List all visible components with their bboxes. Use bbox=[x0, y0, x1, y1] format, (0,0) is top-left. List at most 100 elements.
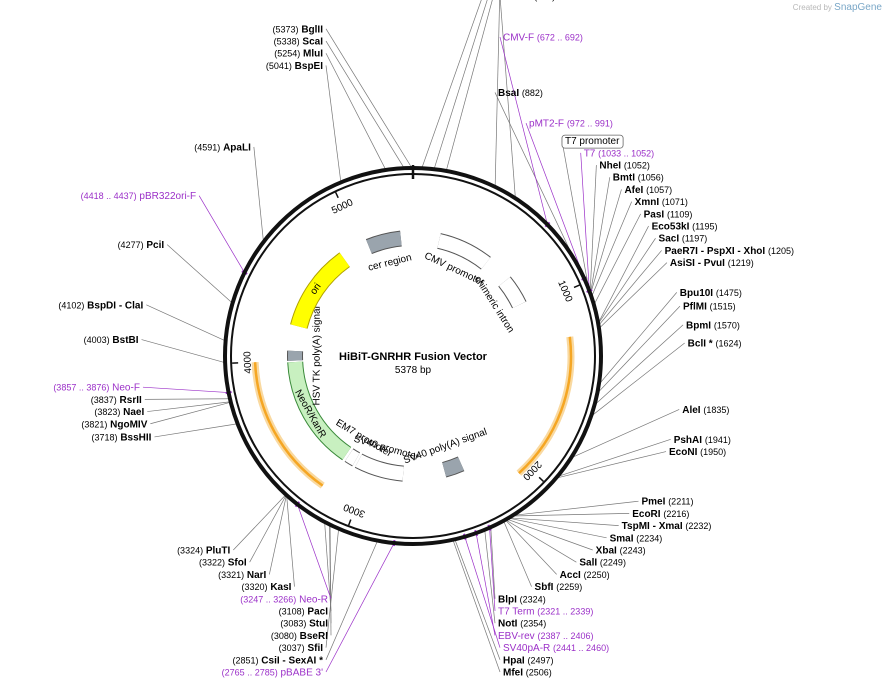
site-label-alei[interactable]: AleI (1835) bbox=[682, 405, 729, 416]
site-label-nhei[interactable]: NheI (1052) bbox=[599, 161, 649, 172]
site-label-asisi-pvui[interactable]: AsiSI - PvuI (1219) bbox=[670, 258, 754, 269]
feature-ori[interactable]: ori bbox=[290, 252, 351, 329]
leader-acci bbox=[504, 519, 557, 575]
primer-label-neo-r[interactable]: (3247 .. 3266) Neo-R bbox=[240, 594, 328, 605]
site-label-econi[interactable]: EcoNI (1950) bbox=[669, 447, 726, 458]
leader-neo-r bbox=[297, 504, 332, 599]
primer-name: pBABE 3' bbox=[281, 668, 324, 679]
leader-bglii bbox=[325, 28, 413, 169]
site-name: BclI * bbox=[688, 339, 713, 350]
primer-label-t7-term[interactable]: T7 Term (2321 .. 2339) bbox=[498, 607, 593, 618]
site-position: (1205) bbox=[768, 246, 794, 256]
site-label-naei[interactable]: (3823) NaeI bbox=[94, 407, 144, 418]
site-label-sbfi[interactable]: SbfI (2259) bbox=[535, 582, 583, 593]
primer-label-cmv-f[interactable]: CMV-F (672 .. 692) bbox=[503, 33, 583, 44]
site-label-noti[interactable]: NotI (2354) bbox=[498, 619, 546, 630]
site-label-bpu10i[interactable]: Bpu10I (1475) bbox=[680, 288, 742, 299]
site-label-smai[interactable]: SmaI (2234) bbox=[610, 533, 663, 544]
site-label-bpmi[interactable]: BpmI (1570) bbox=[686, 320, 740, 331]
site-name: StuI bbox=[309, 619, 328, 630]
primer-label-pbabe-3[interactable]: (2765 .. 2785) pBABE 3' bbox=[222, 668, 323, 679]
site-label-ngomiv[interactable]: (3821) NgoMIV bbox=[81, 419, 147, 430]
site-position: (1515) bbox=[710, 302, 736, 312]
site-label-hpai[interactable]: HpaI (2497) bbox=[503, 655, 553, 666]
site-label-acci[interactable]: AccI (2250) bbox=[560, 570, 610, 581]
leader-pluti bbox=[233, 494, 287, 551]
site-name: KasI bbox=[270, 582, 291, 593]
site-label-pshai[interactable]: PshAI (1941) bbox=[674, 435, 731, 446]
site-label-blpi[interactable]: BlpI (2324) bbox=[498, 594, 546, 605]
site-label-bsshii[interactable]: (3718) BssHII bbox=[92, 432, 152, 443]
site-label-paci[interactable]: (3108) PacI bbox=[279, 607, 329, 618]
site-label-afei[interactable]: AfeI (1057) bbox=[624, 185, 672, 196]
site-label-mlui[interactable]: (5254) MluI bbox=[274, 49, 323, 60]
site-label-stui[interactable]: (3083) StuI bbox=[280, 619, 328, 630]
site-label-bsai[interactable]: BsaI (882) bbox=[498, 88, 543, 99]
site-label-pcii[interactable]: (4277) PciI bbox=[118, 240, 165, 251]
site-label-bseri[interactable]: (3080) BseRI bbox=[271, 631, 328, 642]
site-name: BspDI - ClaI bbox=[87, 300, 143, 311]
site-position: (3322) bbox=[199, 558, 225, 568]
site-label-bstbi[interactable]: (4003) BstBI bbox=[84, 335, 139, 346]
site-position: (2354) bbox=[520, 619, 546, 629]
site-label-sali[interactable]: SalI (2249) bbox=[579, 558, 626, 569]
feature-hsv-tk-poly-a-signal[interactable]: HSV TK poly(A) signal bbox=[287, 306, 323, 405]
primer-label-neo-f[interactable]: (3857 .. 3876) Neo-F bbox=[53, 383, 140, 394]
site-label-sfoi[interactable]: (3322) SfoI bbox=[199, 558, 247, 569]
site-position: (2234) bbox=[636, 533, 662, 543]
site-name: PaeR7I - PspXI - XhoI bbox=[665, 246, 766, 257]
site-label-bspei[interactable]: (5041) BspEI bbox=[266, 61, 323, 72]
leader-scai bbox=[325, 40, 405, 169]
site-label-rsrii[interactable]: (3837) RsrII bbox=[91, 395, 142, 406]
site-label-csii-sexai[interactable]: (2851) CsiI - SexAI * bbox=[233, 655, 324, 666]
primer-label-pmt2-f[interactable]: pMT2-F (972 .. 991) bbox=[529, 119, 613, 130]
site-name: BmtI bbox=[613, 173, 635, 184]
site-label-kasi[interactable]: (3320) KasI bbox=[242, 582, 292, 593]
feature-cer-region[interactable]: cer region bbox=[365, 230, 413, 274]
box-label-t7-promoter[interactable]: T7 promoter bbox=[565, 136, 620, 147]
orf-arc-1[interactable] bbox=[516, 336, 575, 476]
leader-pshai bbox=[557, 438, 671, 477]
site-label-tspmi-xmai[interactable]: TspMI - XmaI (2232) bbox=[622, 521, 712, 532]
site-label-pluti[interactable]: (3324) PluTI bbox=[177, 546, 230, 557]
site-name: PshAI bbox=[674, 435, 703, 446]
plasmid-title: HiBiT-GNRHR Fusion Vector bbox=[339, 351, 488, 363]
site-label-apali[interactable]: (4591) ApaLI bbox=[194, 142, 251, 153]
primer-label-pbr322ori-f[interactable]: (4418 .. 4437) pBR322ori-F bbox=[81, 191, 197, 202]
leader-bsai bbox=[494, 92, 575, 260]
site-name: Eco53kI bbox=[652, 222, 690, 233]
site-label-bspdi-clai[interactable]: (4102) BspDI - ClaI bbox=[58, 300, 143, 311]
site-name: SacI bbox=[659, 234, 680, 245]
site-label-snabi[interactable]: SnaBI (493) bbox=[503, 0, 555, 2]
site-label-nari[interactable]: (3321) NarI bbox=[218, 570, 266, 581]
site-label-ecori[interactable]: EcoRI (2216) bbox=[632, 509, 689, 520]
site-position: (4277) bbox=[118, 240, 144, 250]
site-position: (2216) bbox=[663, 509, 689, 519]
site-label-saci[interactable]: SacI (1197) bbox=[659, 234, 708, 245]
site-position: (1071) bbox=[662, 197, 688, 207]
site-label-eco53ki[interactable]: Eco53kI (1195) bbox=[652, 222, 718, 233]
site-label-pmei[interactable]: PmeI (2211) bbox=[642, 497, 694, 508]
primer-label-ebv-rev[interactable]: EBV-rev (2387 .. 2406) bbox=[498, 631, 594, 642]
feature-sv40-poly-a-signal[interactable]: SV40 poly(A) signal bbox=[402, 427, 489, 478]
site-label-bglii[interactable]: (5373) BglII bbox=[273, 24, 324, 35]
site-label-xbai[interactable]: XbaI (2243) bbox=[596, 546, 646, 557]
site-name: AccI bbox=[560, 570, 581, 581]
leader-ndei bbox=[494, 0, 500, 187]
site-label-sfii[interactable]: (3037) SfiI bbox=[279, 643, 324, 654]
primer-label-sv40pa-r[interactable]: SV40pA-R (2441 .. 2460) bbox=[503, 643, 609, 654]
site-label-pasi[interactable]: PasI (1109) bbox=[644, 209, 693, 220]
site-label-mfei[interactable]: MfeI (2506) bbox=[503, 668, 552, 679]
feature-chimeric-intron[interactable]: chimeric intron bbox=[472, 274, 527, 335]
orf-arc-2[interactable] bbox=[251, 362, 325, 489]
site-label-paer7i-pspxi-xhoi[interactable]: PaeR7I - PspXI - XhoI (1205) bbox=[665, 246, 794, 257]
site-position: (4591) bbox=[194, 142, 220, 152]
site-name: SalI bbox=[579, 558, 597, 569]
site-label-bcli[interactable]: BclI * (1624) bbox=[688, 339, 742, 350]
site-label-scai[interactable]: (5338) ScaI bbox=[274, 37, 324, 48]
site-label-pflmi[interactable]: PflMI (1515) bbox=[683, 302, 736, 313]
site-label-bmti[interactable]: BmtI (1056) bbox=[613, 173, 664, 184]
primer-label-t7[interactable]: T7 (1033 .. 1052) bbox=[584, 148, 655, 159]
site-label-xmni[interactable]: XmnI (1071) bbox=[635, 197, 688, 208]
